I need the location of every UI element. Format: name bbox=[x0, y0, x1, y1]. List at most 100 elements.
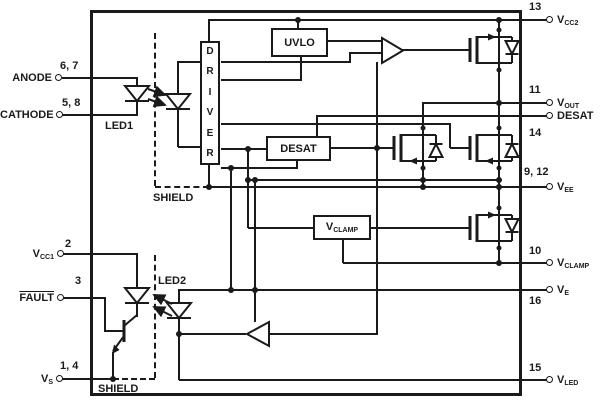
led2-label: LED2 bbox=[158, 275, 187, 287]
junction-dot bbox=[496, 17, 502, 23]
wire bbox=[248, 179, 500, 181]
junction-dot bbox=[420, 184, 426, 190]
pin-number: 14 bbox=[529, 127, 542, 139]
wire bbox=[268, 333, 378, 335]
junction-dot bbox=[295, 17, 301, 23]
wire bbox=[104, 330, 125, 332]
wire bbox=[221, 79, 302, 81]
pin-terminal-vled bbox=[546, 376, 553, 383]
pin-number: 3 bbox=[75, 275, 82, 287]
wire bbox=[179, 333, 246, 335]
pin-label-desat: DESAT bbox=[557, 110, 594, 122]
junction-dot bbox=[252, 287, 258, 293]
buffer-gate bbox=[381, 36, 405, 65]
wire bbox=[178, 61, 201, 63]
junction-dot bbox=[252, 177, 258, 183]
wire bbox=[112, 352, 114, 379]
wire bbox=[376, 62, 378, 334]
wire bbox=[62, 77, 138, 79]
pin-terminal-vs bbox=[56, 375, 63, 382]
uvlo-label: UVLO bbox=[284, 36, 315, 49]
wire bbox=[449, 123, 451, 148]
wire bbox=[221, 148, 266, 150]
wire bbox=[208, 165, 210, 187]
led2-diode bbox=[164, 302, 194, 320]
wire bbox=[247, 148, 249, 228]
light-arrows-led2 bbox=[152, 294, 173, 318]
wire bbox=[350, 52, 382, 54]
pin-label-ve: VE bbox=[557, 284, 570, 297]
pin-label-vled: VLED bbox=[557, 374, 579, 387]
pin-label-vout: VOUT bbox=[557, 97, 580, 110]
wire bbox=[248, 227, 313, 229]
mosfet-pullup bbox=[468, 27, 521, 73]
led1-diode bbox=[122, 85, 152, 103]
pin-label-vcc2: VCC2 bbox=[557, 14, 579, 27]
pin-number: 16 bbox=[529, 295, 542, 307]
wire bbox=[297, 19, 299, 29]
wire bbox=[343, 262, 548, 264]
junction-dot bbox=[228, 165, 234, 171]
pin-terminal-vee bbox=[546, 183, 553, 190]
pin-label-vclamp: VCLAMP bbox=[557, 257, 590, 270]
wire bbox=[179, 289, 548, 291]
wire bbox=[136, 253, 138, 317]
pin-terminal-ve bbox=[546, 286, 553, 293]
junction-dot bbox=[496, 184, 502, 190]
wire bbox=[328, 40, 382, 42]
wire bbox=[349, 52, 351, 62]
mosfet-clamp bbox=[468, 205, 521, 251]
desat-label: DESAT bbox=[280, 142, 317, 155]
pin-terminal-vclamp bbox=[546, 259, 553, 266]
wire bbox=[209, 19, 548, 21]
shield-label-top: SHIELD bbox=[153, 192, 194, 204]
pin-number: 10 bbox=[529, 245, 542, 257]
wire bbox=[221, 123, 450, 125]
wire bbox=[208, 19, 210, 41]
wire bbox=[498, 70, 500, 128]
pin-number: 5, 8 bbox=[62, 97, 81, 109]
wire bbox=[178, 146, 201, 148]
wire bbox=[371, 227, 470, 229]
pin-terminal-fault bbox=[57, 294, 64, 301]
ic-outline bbox=[90, 10, 522, 396]
wire bbox=[179, 379, 548, 381]
pin-number: 13 bbox=[529, 1, 542, 13]
wire bbox=[254, 179, 256, 322]
junction-dot bbox=[176, 331, 182, 337]
pin-label-vee: VEE bbox=[557, 181, 574, 194]
wire bbox=[401, 49, 470, 51]
pin-terminal-desat bbox=[546, 112, 553, 119]
junction-dot bbox=[420, 177, 426, 183]
junction-dot bbox=[374, 145, 380, 151]
wire bbox=[209, 186, 548, 188]
mosfet-pulldown bbox=[468, 125, 521, 171]
desat-block: DESAT bbox=[266, 136, 331, 161]
pin-number: 15 bbox=[529, 362, 542, 374]
wire bbox=[498, 19, 500, 31]
pin-label-vs: VS bbox=[40, 373, 53, 386]
fault-transistor bbox=[112, 314, 138, 354]
wire bbox=[104, 297, 106, 331]
uvlo-block: UVLO bbox=[271, 28, 328, 57]
pin-terminal-vcc1 bbox=[57, 250, 64, 257]
vclamp-block: VCLAMP bbox=[313, 215, 371, 240]
pin-terminal-vcc2 bbox=[546, 16, 553, 23]
pin-terminal-cathode bbox=[56, 111, 63, 118]
inverter-gate bbox=[244, 320, 270, 348]
wire bbox=[62, 378, 114, 380]
junction-dot bbox=[110, 376, 116, 382]
pin-number: 11 bbox=[529, 84, 541, 96]
wire bbox=[296, 161, 298, 168]
light-arrows-led1 bbox=[147, 85, 167, 107]
wire bbox=[422, 102, 424, 128]
shield-line-top bbox=[154, 33, 156, 186]
pin-label-vcc1: VCC1 bbox=[32, 248, 54, 261]
wire bbox=[316, 115, 318, 137]
junction-dot bbox=[206, 184, 212, 190]
pin-number: 2 bbox=[65, 238, 72, 250]
wire bbox=[62, 114, 138, 116]
junction-dot bbox=[496, 177, 502, 183]
